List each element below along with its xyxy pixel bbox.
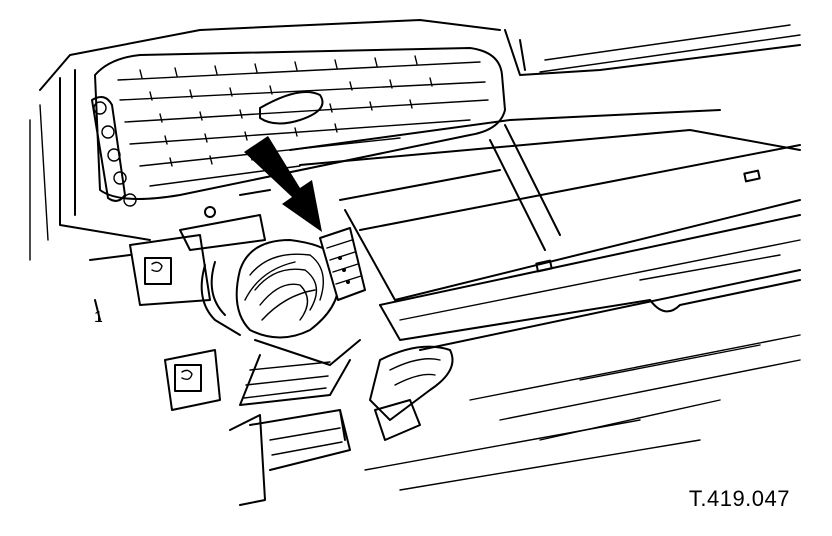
mounting-brackets (89, 189, 271, 411)
dash-panel (289, 109, 801, 491)
wiring-harness (200, 239, 361, 406)
dashboard-outline (29, 19, 801, 261)
air-vent (91, 47, 506, 207)
arrow-icon (244, 136, 322, 232)
callout-number: 1 (94, 309, 103, 326)
electrical-connector (319, 227, 366, 301)
lower-trim (229, 345, 454, 506)
figure-reference-code: T.419.047 (688, 486, 790, 511)
vent-slat-marks (139, 55, 433, 167)
